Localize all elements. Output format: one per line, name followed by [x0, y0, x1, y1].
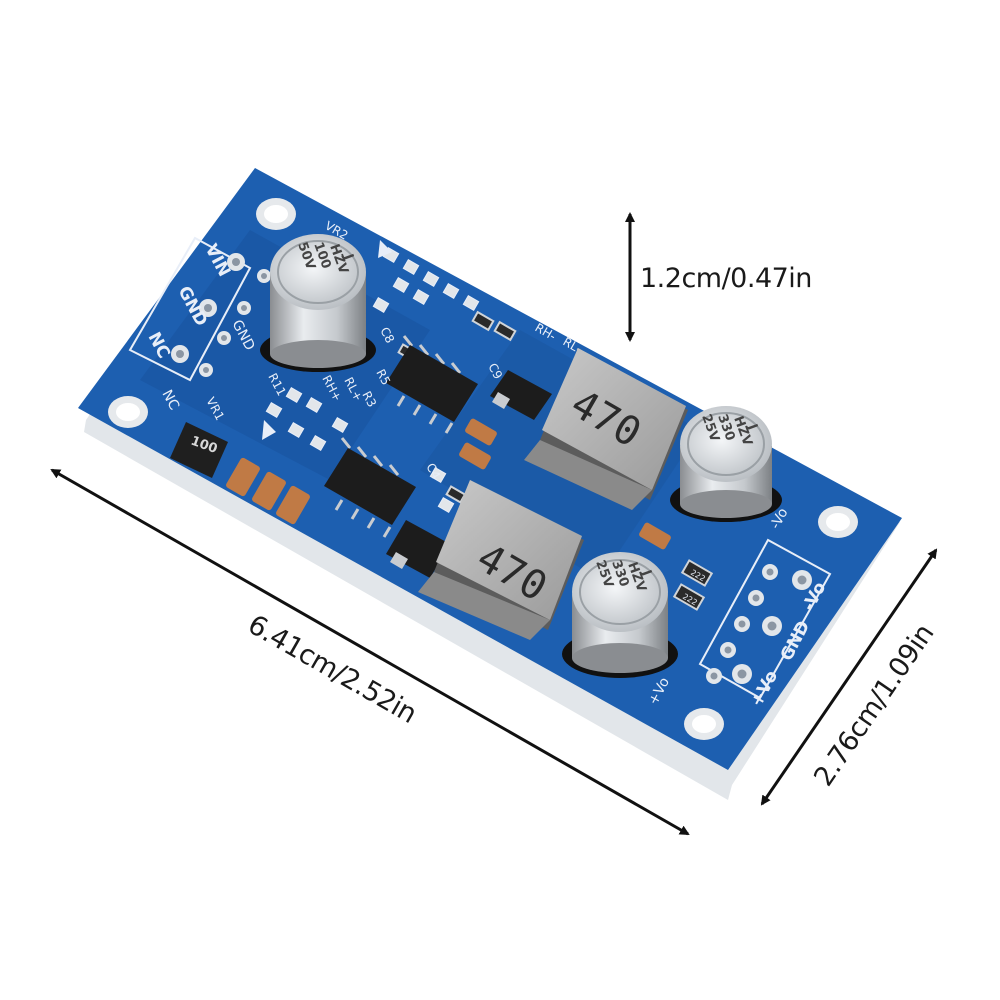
mounting-holes [108, 198, 858, 740]
refdes-c9: C9 [485, 361, 505, 382]
refdes-r5: R5 [373, 367, 393, 388]
refdes-r3: R3 [359, 389, 379, 410]
length-arrow [50, 468, 690, 836]
input-capacitor: 50V 100 HZV J [260, 234, 376, 372]
trimmer-mark-vr1 [262, 420, 276, 440]
input-cap-letter: J [340, 251, 356, 262]
height-dimension: 1.2cm/0.47in [625, 212, 812, 342]
trimmer-mark-vr2 [378, 240, 392, 258]
ic-upper [386, 335, 478, 434]
refdes-c8: C8 [377, 325, 397, 346]
height-label: 1.2cm/0.47in [640, 263, 812, 294]
input-pads [171, 253, 271, 377]
out-cap-upper-letter: J [744, 421, 760, 432]
small-inductor: 100 [170, 422, 228, 478]
output-capacitor-lower: 25V 330 HZV J [562, 552, 678, 678]
output-capacitor-upper: 25V 330 HZV J [670, 406, 782, 522]
width-arrow [760, 548, 938, 806]
length-label: 6.41cm/2.52in [243, 609, 422, 730]
